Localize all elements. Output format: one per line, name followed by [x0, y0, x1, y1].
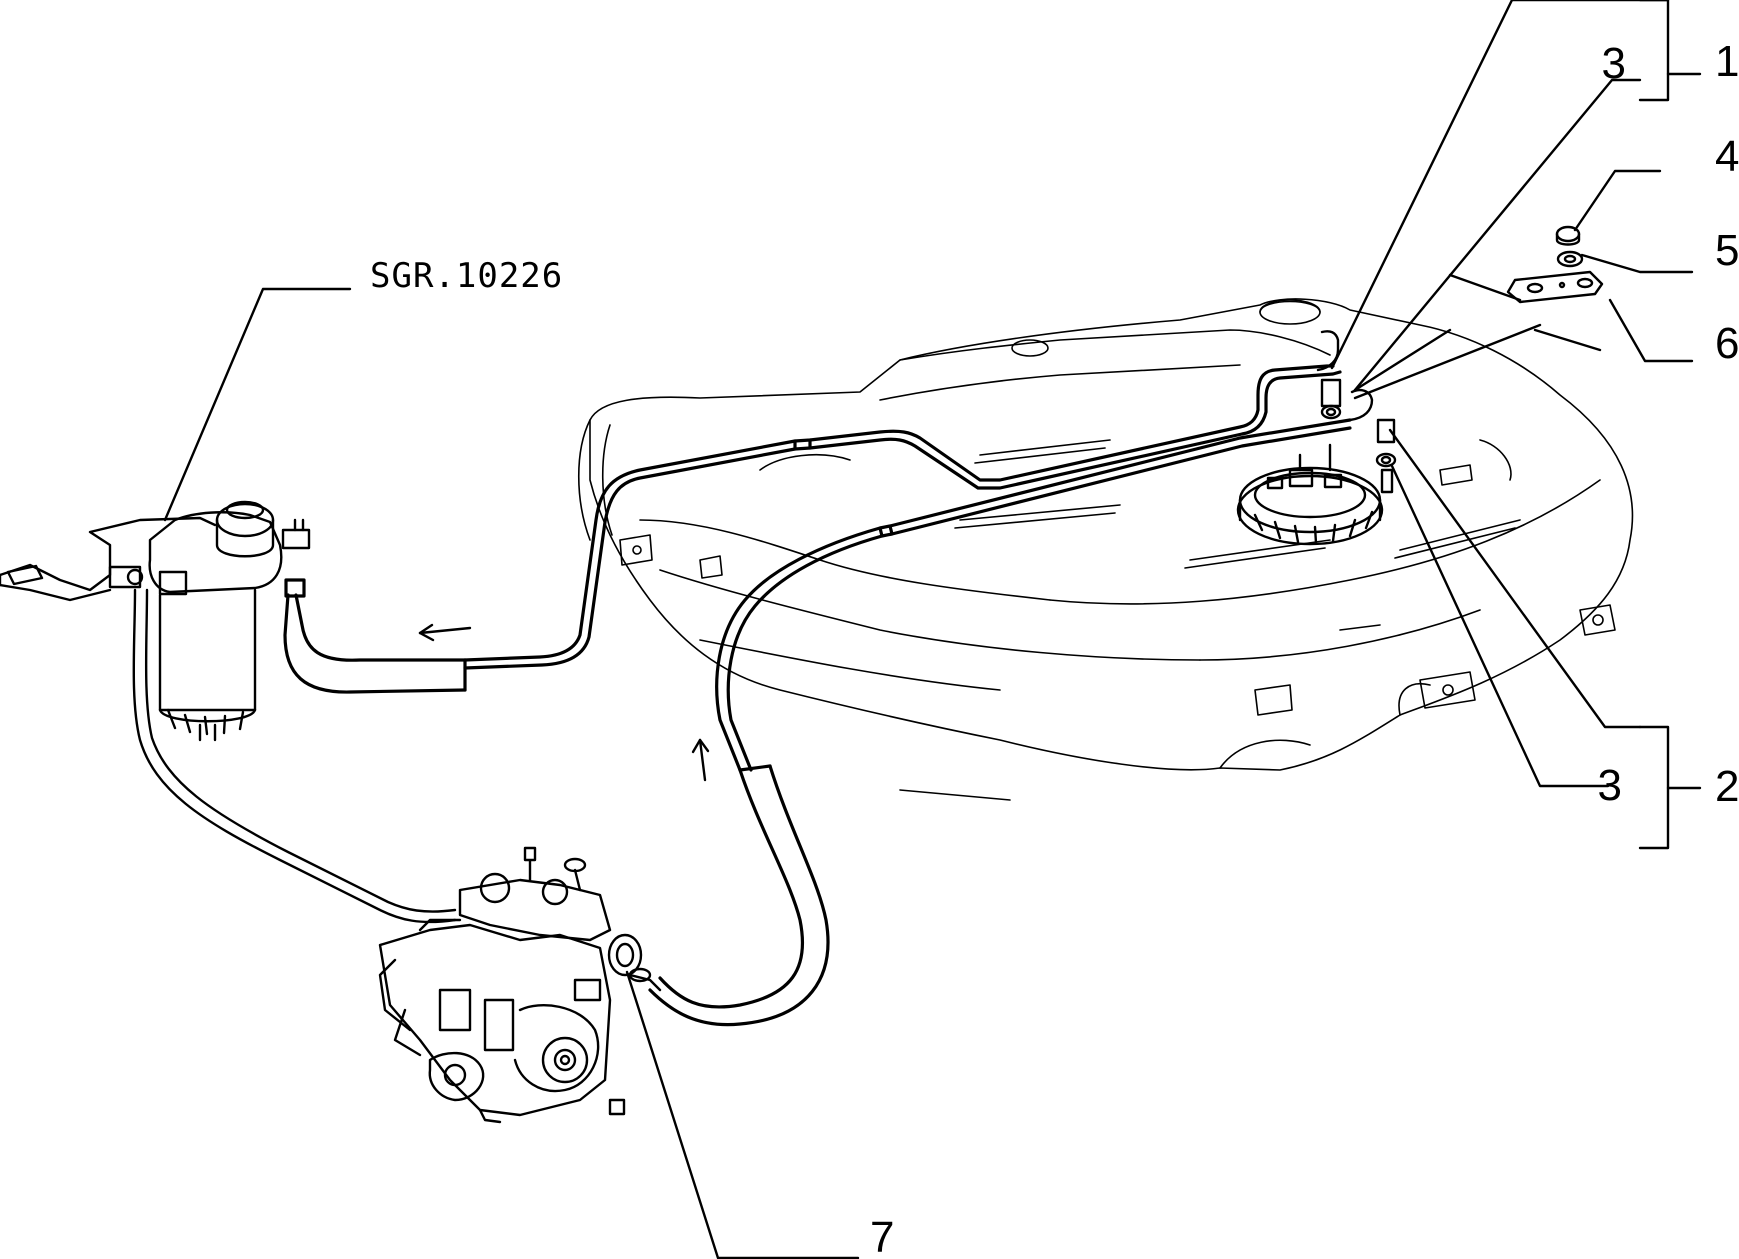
sender-unit — [1236, 443, 1384, 546]
callout-2: 2 — [1715, 762, 1739, 811]
fuel-return-line — [648, 418, 1352, 1027]
callout-3-upper: 3 — [1602, 39, 1626, 88]
fuel-tank — [577, 298, 1634, 801]
fuel-filter — [0, 500, 311, 742]
reference-code: SGR.10226 — [370, 256, 563, 296]
clamp-parts — [1353, 225, 1604, 400]
filter-to-pump-line — [132, 588, 457, 924]
tank-fittings — [1316, 330, 1397, 494]
flow-arrows — [418, 623, 710, 782]
callout-3-lower: 3 — [1598, 761, 1622, 810]
callout-5: 5 — [1715, 226, 1739, 275]
injection-pump — [378, 846, 662, 1124]
callout-7: 7 — [870, 1213, 894, 1259]
fuel-supply-line — [463, 364, 1342, 670]
leader-lines — [163, 0, 1702, 1259]
callout-1: 1 — [1715, 37, 1739, 86]
callout-6: 6 — [1715, 319, 1739, 368]
filter-outlet-hose — [283, 578, 467, 694]
callout-4: 4 — [1715, 132, 1739, 181]
